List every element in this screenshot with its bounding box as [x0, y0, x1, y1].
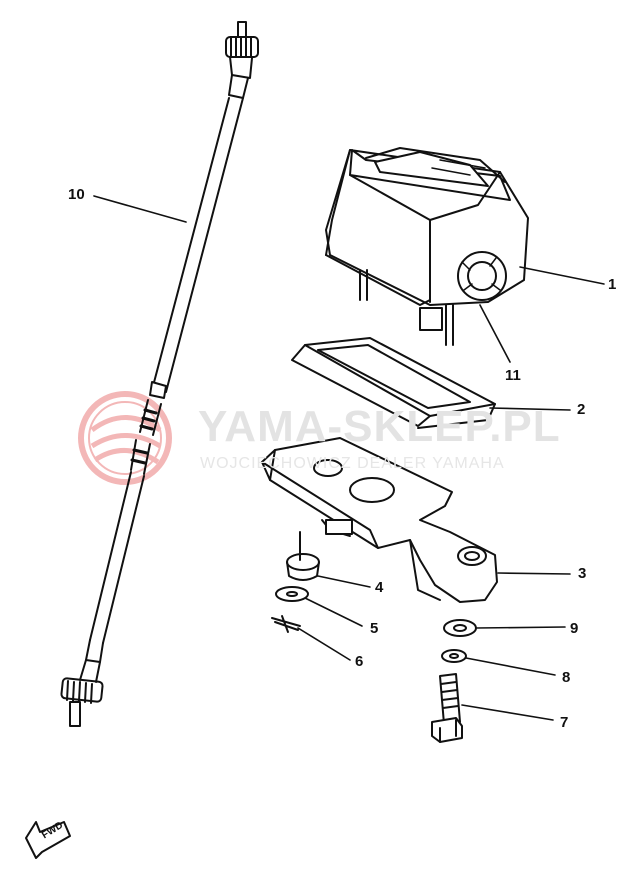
callout-4: 4 — [375, 579, 384, 596]
callout-5: 5 — [370, 620, 379, 637]
callout-10: 10 — [68, 186, 85, 203]
callout-7: 7 — [560, 714, 569, 731]
washer-9 — [443, 619, 477, 637]
meter-assembly — [325, 147, 529, 346]
fwd-arrow-icon — [25, 821, 71, 859]
spring-washer — [441, 649, 467, 663]
callout-3: 3 — [578, 565, 587, 582]
plain-washer — [275, 586, 309, 602]
rubber-grommet — [286, 531, 320, 581]
leader-lines — [93, 195, 605, 721]
callout-11: 11 — [505, 367, 521, 384]
callout-6: 6 — [355, 653, 364, 670]
cotter-pin — [271, 615, 301, 633]
bolt — [431, 673, 463, 743]
speedometer-cable — [60, 21, 259, 727]
meter-gasket — [291, 337, 496, 429]
watermark-subtitle: WOJCIECHOWICZ DEALER YAMAHA — [200, 455, 505, 472]
callout-2: 2 — [577, 401, 586, 418]
callout-9: 9 — [570, 620, 579, 637]
meter-bracket — [261, 437, 498, 603]
watermark-title: YAMA-SKLEP.PL — [198, 402, 561, 451]
watermark-logo — [78, 391, 172, 485]
callout-1: 1 — [608, 276, 617, 293]
callout-8: 8 — [562, 669, 571, 686]
